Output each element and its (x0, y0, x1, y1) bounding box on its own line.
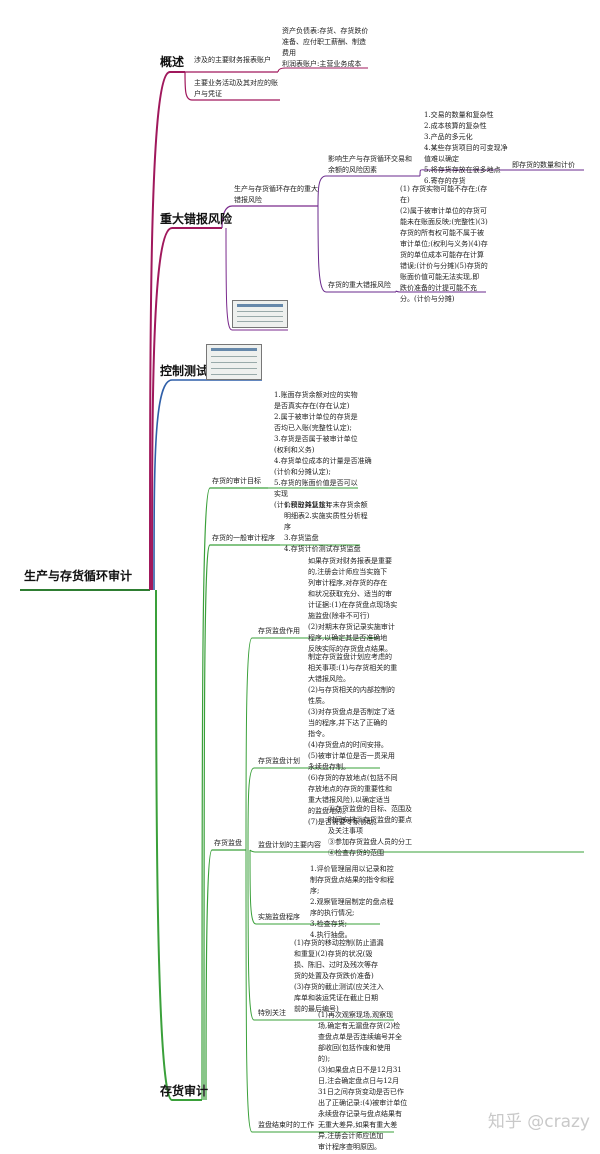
risk-inventory-node: 存货的重大错报风险 (328, 280, 391, 291)
count-special-detail: (1)存货的移动控制(防止遗漏 和重复)(2)存货的状况(毁 损、陈旧、过时及残… (294, 938, 384, 1015)
table-image-row (237, 311, 283, 312)
count-end-detail: (1)再次观察现场,观察现 场,确定有无漏盘存货(2)检 查盘点单是否连续编号并… (318, 1010, 407, 1153)
risk-factors-note: 即存货的数量和计价 (512, 160, 575, 171)
table-image-row (211, 356, 257, 357)
branch-control-label: 控制测试 (160, 364, 208, 378)
table-image-row (237, 316, 283, 317)
table-image-row (211, 368, 257, 369)
table-image-row (211, 374, 257, 375)
table-image-row (211, 362, 257, 363)
count-effect-detail: 如果存货对财务报表是重要 的,注册会计师应当实施下 列审计程序,对存货的存在 和… (308, 556, 397, 655)
root-title: 生产与存货循环审计 (24, 571, 132, 582)
count-perform-detail: 1.评价管理层用以记录和控 制存货盘点结果的指令和程 序; 2.观察管理层制定的… (310, 864, 394, 941)
line-to-inventory (156, 590, 202, 1100)
branch-inventory-label: 存货审计 (160, 1084, 208, 1098)
overview-activities-node: 主要业务活动及其对应的账 户与凭证 (194, 78, 278, 100)
table-image-icon[interactable] (206, 344, 262, 380)
inventory-count-node: 存货监盘 (214, 838, 242, 849)
table-image-header (237, 304, 283, 307)
count-plan-detail: 制定存货监盘计划应考虑的 相关事项:(1)与存货相关的重 大错报风险。 (2)与… (308, 652, 398, 828)
count-special-node: 特别关注 (258, 1008, 286, 1019)
count-plan-content-node: 监盘计划的主要内容 (258, 840, 321, 851)
risk-factors-node: 影响生产与存货循环交易和 余额的风险因素 (328, 154, 412, 176)
overview-accounts-detail: 资产负债表:存货、存货跌价 准备、应付职工薪酬、制造 费用 利润表账户:主营业务… (282, 26, 368, 70)
table-image-row (237, 321, 283, 322)
count-end-node: 监盘结束时的工作 (258, 1120, 314, 1131)
table-image-icon[interactable] (232, 300, 288, 328)
risk-main-node: 生产与存货循环存在的重大 错报风险 (234, 184, 318, 206)
branch-risk-label: 重大错报风险 (160, 212, 232, 226)
count-effect-node: 存货监盘作用 (258, 626, 300, 637)
risk-inventory-detail: (1) 存货实物可能不存在;(存 在) (2)属于被审计单位的存货可 能未在账面… (400, 184, 488, 305)
watermark: 知乎 @crazy (488, 1107, 590, 1132)
inventory-objective-node: 存货的审计目标 (212, 476, 261, 487)
overview-accounts-node: 涉及的主要财务报表账户 (194, 55, 271, 66)
table-image-header (211, 348, 257, 351)
risk-factors-detail: 1.交易的数量和复杂性 2.成本核算的复杂性 3.产品的多元化 4.某些存货项目… (424, 110, 508, 187)
inventory-objective-detail: 1.账面存货余额对应的实物 是否真实存在(存在认定) 2.属于被审计单位的存货是… (274, 390, 372, 511)
inventory-procedure-node: 存货的一般审计程序 (212, 533, 275, 544)
count-plan-node: 存货监盘计划 (258, 756, 300, 767)
branch-overview-label: 概述 (160, 55, 184, 69)
count-plan-content-detail: ①存货监盘的目标、范围及 时间安排②存货监盘的要点 及关注事项 ③参加存货监盘人… (328, 804, 412, 859)
inventory-procedure-detail: 1.获取并复核年末存货余额 明细表2.实施实质性分析程 序 3.存货监盘 4.存… (284, 500, 368, 555)
count-perform-node: 实施监盘程序 (258, 912, 300, 923)
